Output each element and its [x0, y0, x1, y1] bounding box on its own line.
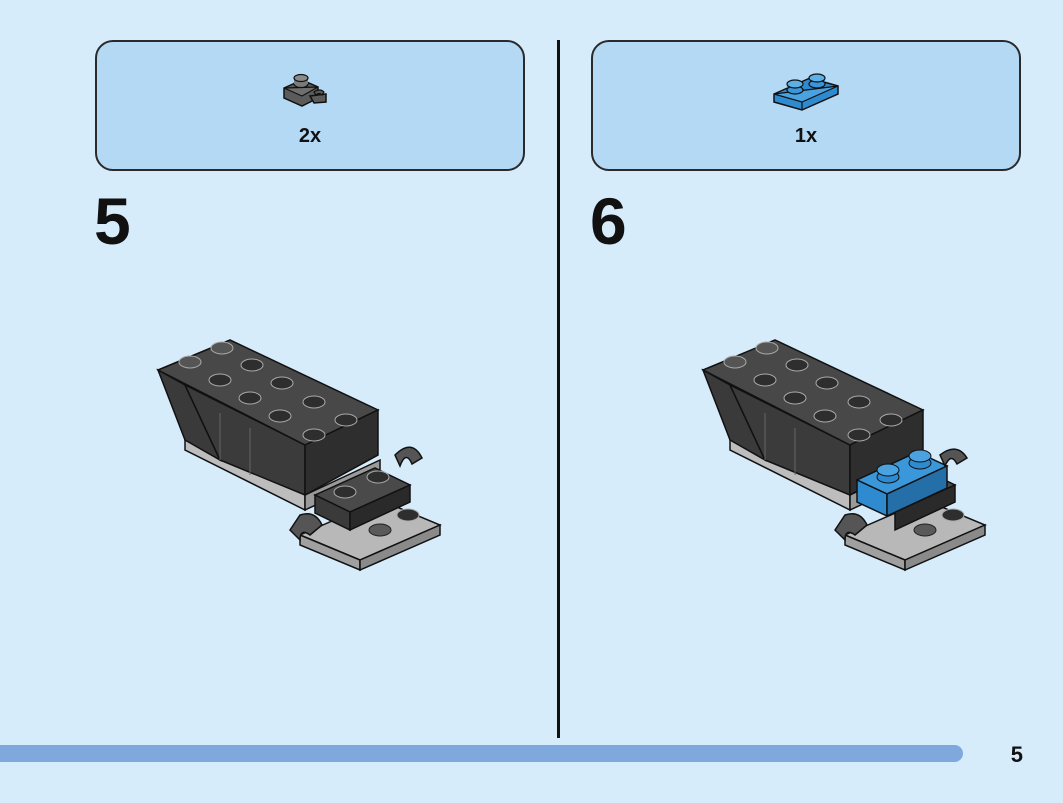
dark-gray-clip-plate-icon: [283, 73, 327, 107]
build-model-step-5: [156, 339, 442, 572]
part-quantity: 1x: [794, 125, 818, 147]
build-model-step-6: [701, 339, 987, 572]
blue-1x2-plate-icon: [773, 73, 839, 111]
step-number: 6: [590, 184, 627, 258]
page-number: 5: [1010, 742, 1023, 767]
parts-callout-step-6: 1x: [591, 40, 1021, 171]
parts-callout-step-5: 2x: [95, 40, 525, 171]
part-quantity: 2x: [298, 125, 322, 147]
step-number: 5: [94, 184, 131, 258]
progress-bar: [0, 745, 963, 762]
page-divider: [557, 40, 560, 738]
